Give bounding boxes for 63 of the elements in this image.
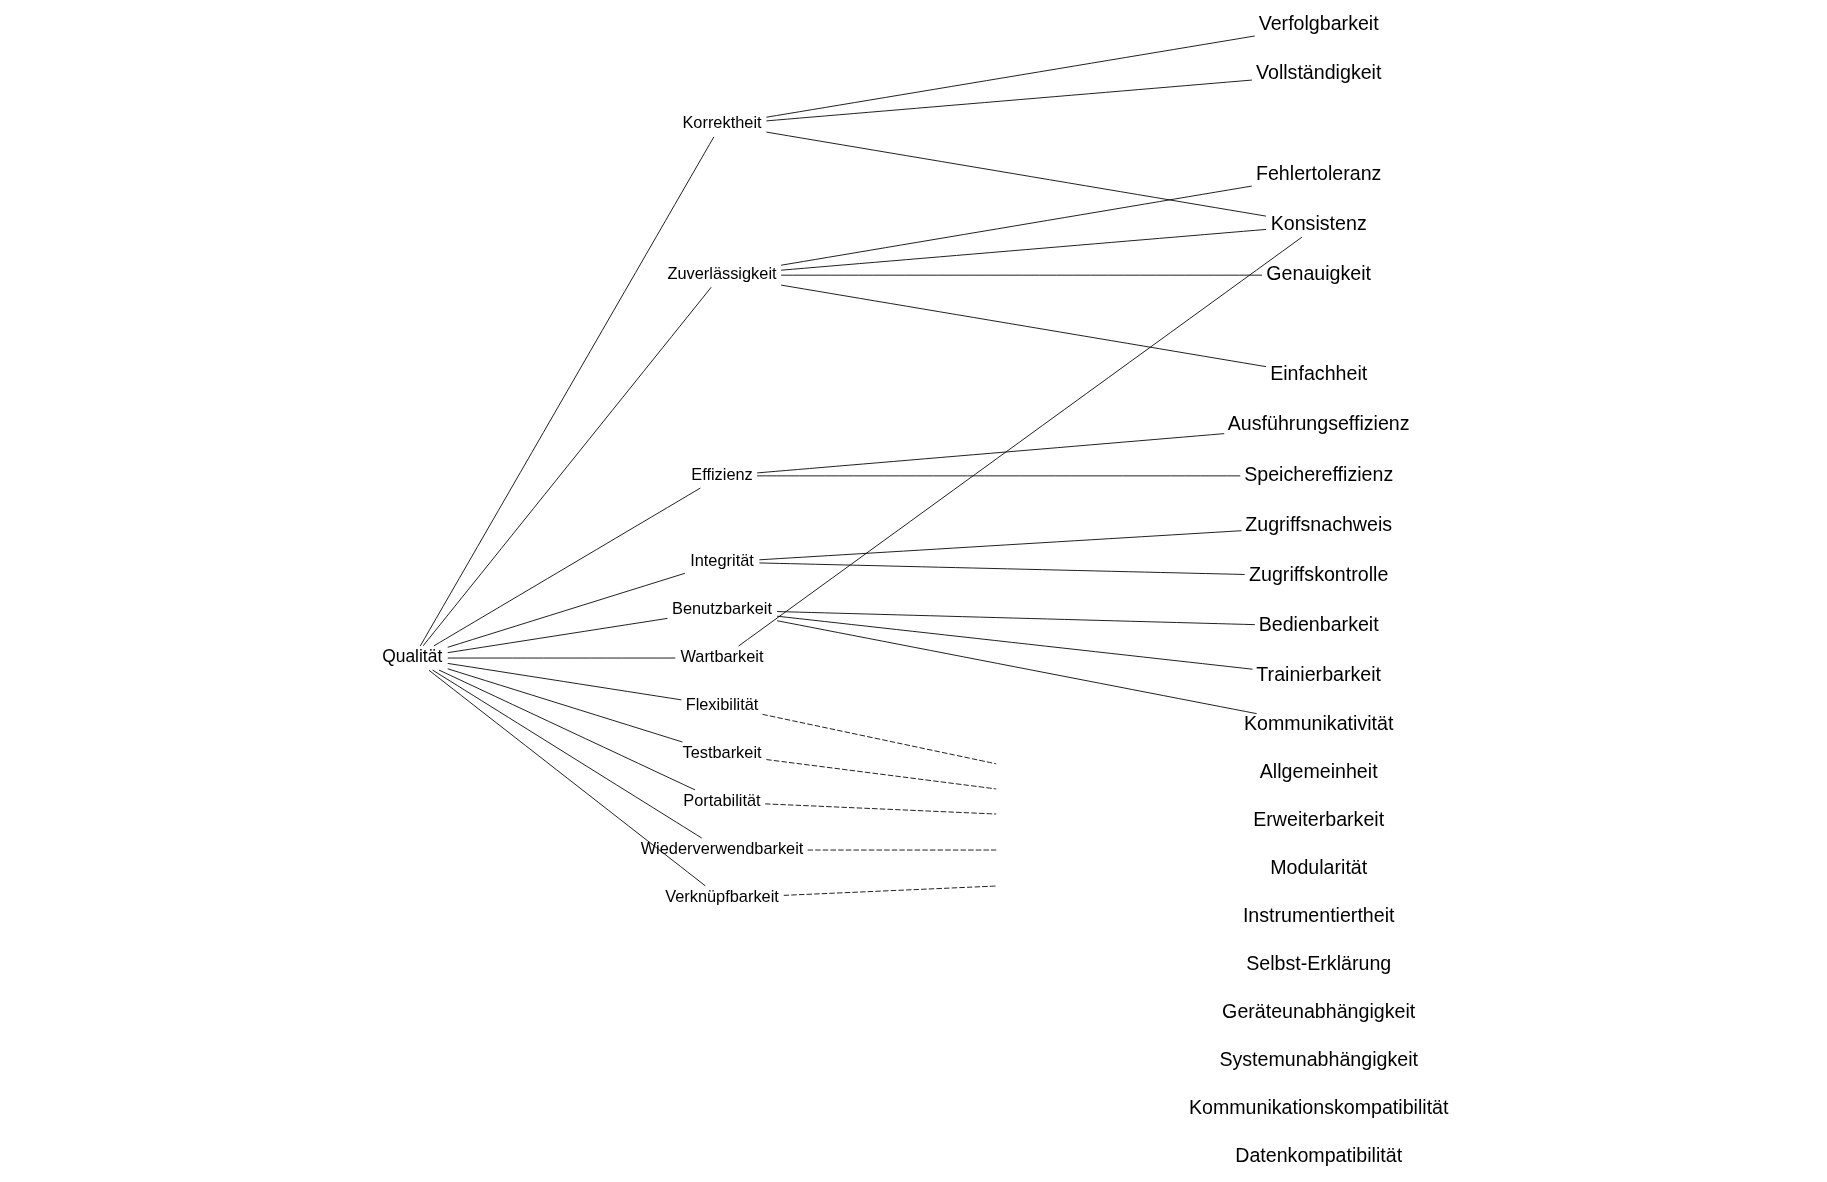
- connector: [776, 610, 1255, 625]
- connector: [433, 487, 701, 646]
- connector: [756, 474, 1241, 476]
- node-text: Fehlertoleranz: [1255, 161, 1381, 184]
- connector: [758, 529, 1242, 560]
- connector: [428, 669, 706, 886]
- node-text: Vollständigkeit: [1255, 60, 1381, 83]
- node-text: Bedienbarkeit: [1258, 612, 1379, 635]
- connector: [446, 662, 682, 700]
- node-text: Systemunabhängigkeit: [1218, 1047, 1418, 1070]
- node-text: Portabilität: [682, 790, 761, 809]
- node-text: Zugriffsnachweis: [1244, 512, 1392, 535]
- node-text: Geräteunabhängigkeit: [1221, 999, 1415, 1022]
- connector: [446, 667, 683, 742]
- connector: [438, 669, 695, 790]
- connector: [419, 136, 714, 646]
- connector: [780, 284, 1266, 367]
- connector: [776, 619, 1257, 714]
- node-text: Effizienz: [690, 464, 753, 483]
- connector: [446, 617, 668, 653]
- node-text: Testbarkeit: [681, 742, 762, 761]
- node-text: Zugriffskontrolle: [1248, 562, 1388, 585]
- connector: [776, 615, 1253, 670]
- node-text: Kommunikationskompatibilität: [1188, 1095, 1448, 1118]
- node-text: Ausführungseffizienz: [1227, 411, 1410, 434]
- connector: [780, 185, 1252, 266]
- connector: [761, 713, 997, 764]
- node-text: Selbst-Erklärung: [1245, 951, 1391, 974]
- connector: [422, 286, 712, 646]
- node-text: Flexibilität: [685, 694, 758, 713]
- node-text: Zuverlässigkeit: [666, 263, 777, 282]
- node-text: Einfachheit: [1269, 361, 1367, 384]
- node-text: Konsistenz: [1270, 211, 1367, 234]
- connector: [780, 274, 1263, 276]
- node-text: Instrumentiertheit: [1242, 903, 1395, 926]
- node-text: Verknüpfbarkeit: [664, 886, 779, 905]
- connector: [765, 131, 1266, 217]
- node-text: Korrektheit: [681, 112, 762, 131]
- node-text: Verfolgbarkeit: [1258, 11, 1379, 34]
- node-text: Integrität: [689, 550, 754, 569]
- connector: [782, 885, 997, 896]
- node-text: Qualität: [381, 645, 442, 666]
- connector: [756, 432, 1225, 473]
- connector: [765, 35, 1255, 118]
- connector: [764, 802, 997, 814]
- connector: [737, 236, 1302, 646]
- node-text: Wartbarkeit: [680, 646, 764, 665]
- node-text: Kommunikativität: [1243, 711, 1393, 734]
- node-text: Genauigkeit: [1265, 261, 1371, 284]
- connector: [446, 572, 685, 648]
- node-text: Wiederverwendbarkeit: [640, 838, 803, 857]
- node-text: Allgemeinheit: [1259, 759, 1378, 782]
- node-text: Benutzbarkeit: [671, 598, 772, 617]
- connector: [431, 669, 702, 838]
- connector: [780, 228, 1266, 271]
- node-text: Erweiterbarkeit: [1252, 807, 1384, 830]
- connector: [765, 758, 997, 789]
- node-text: Modularität: [1269, 855, 1367, 878]
- node-text: Datenkompatibilität: [1234, 1143, 1402, 1166]
- connector: [758, 562, 1245, 575]
- connector: [765, 79, 1252, 121]
- node-text: Trainierbarkeit: [1255, 662, 1381, 685]
- node-text: Speichereffizienz: [1243, 462, 1393, 485]
